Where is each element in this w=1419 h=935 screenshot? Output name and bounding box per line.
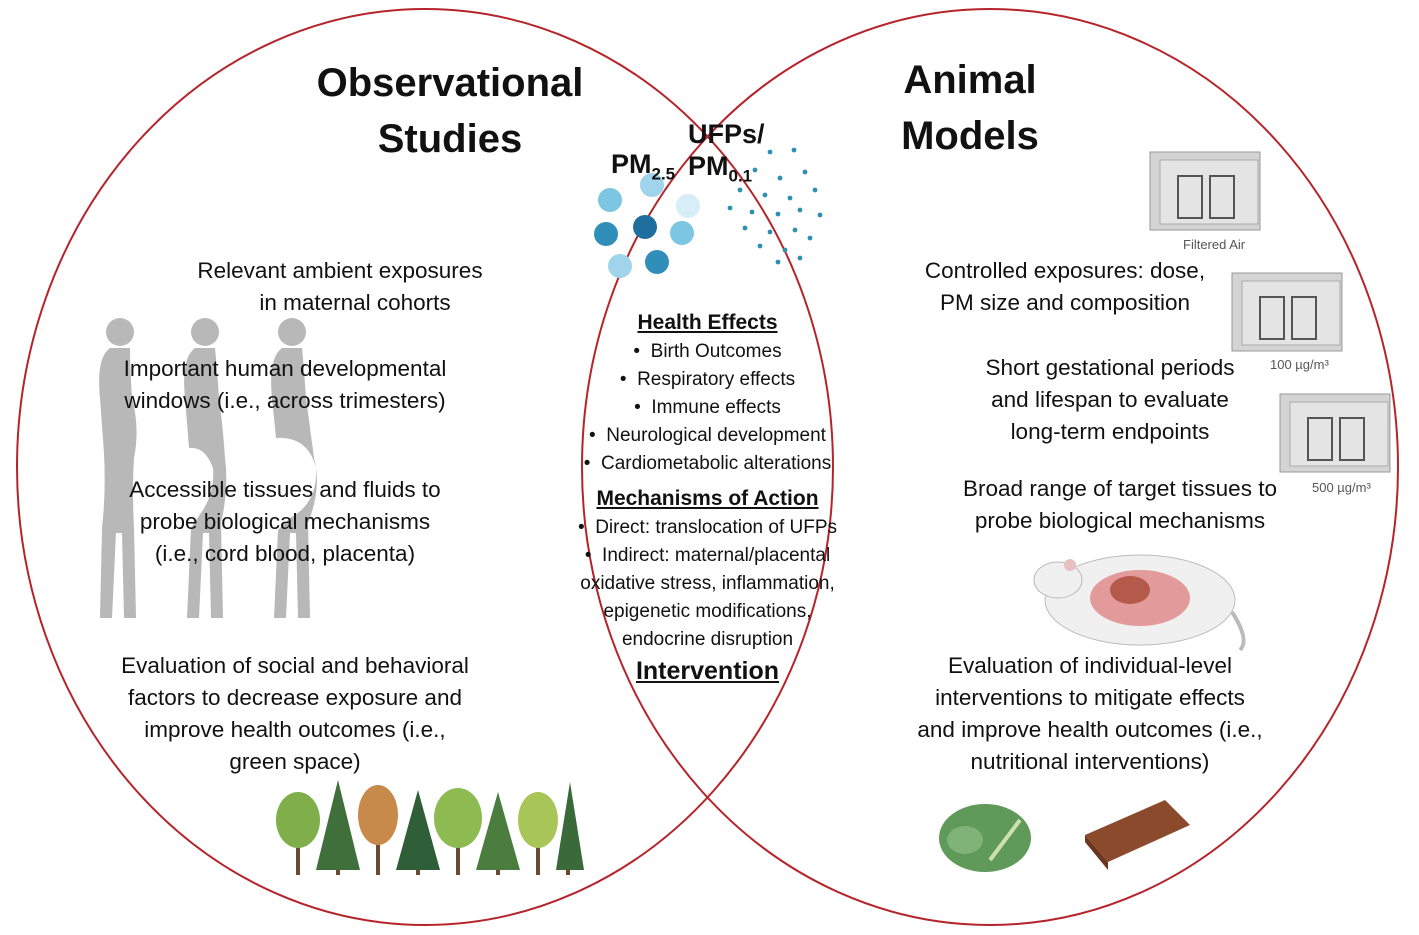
right-point-1: Controlled exposures: dose, PM size and … bbox=[895, 255, 1235, 319]
ufp-dot bbox=[807, 235, 813, 241]
right-point-3: Broad range of target tissues to probe b… bbox=[930, 473, 1310, 537]
chamber-label-100: 100 µg/m³ bbox=[1270, 357, 1329, 372]
mechanism-continuation: oxidative stress, inflammation, bbox=[580, 573, 835, 594]
right-point-2-line: and lifespan to evaluate bbox=[991, 387, 1229, 412]
ufp-dot bbox=[802, 169, 808, 175]
rodent-organs-icon bbox=[1033, 554, 1246, 652]
left-point-2: Important human developmental windows (i… bbox=[90, 353, 480, 417]
left-point-4-line: Evaluation of social and behavioral bbox=[121, 653, 469, 678]
pm01-base: PM bbox=[688, 151, 729, 181]
left-point-2-line: windows (i.e., across trimesters) bbox=[124, 388, 446, 413]
right-point-4-line: Evaluation of individual-level bbox=[948, 653, 1232, 678]
ufp-dot bbox=[727, 205, 733, 211]
left-point-3-line: Accessible tissues and fluids to bbox=[129, 477, 441, 502]
ufp-dot bbox=[742, 225, 748, 231]
health-item: Cardiometabolic alterations bbox=[550, 450, 865, 478]
pm25-base: PM bbox=[611, 149, 652, 179]
right-title-line1: Animal bbox=[903, 58, 1037, 102]
leafy-greens-icon bbox=[939, 804, 1031, 872]
right-point-2-line: Short gestational periods bbox=[985, 355, 1235, 380]
ufp-dot bbox=[797, 255, 803, 261]
right-point-2-line: long-term endpoints bbox=[1010, 419, 1210, 444]
right-point-4: Evaluation of individual-level intervent… bbox=[880, 650, 1300, 778]
right-point-2: Short gestational periods and lifespan t… bbox=[945, 352, 1275, 448]
left-title: Observational Studies bbox=[290, 55, 610, 167]
left-point-4-line: factors to decrease exposure and bbox=[128, 685, 462, 710]
ufp-particles-icon bbox=[727, 147, 823, 265]
ufp-line1: UFPs/ bbox=[688, 119, 765, 149]
left-point-1: Relevant ambient exposures in maternal c… bbox=[150, 255, 530, 319]
health-effects-heading: Health Effects bbox=[637, 311, 778, 334]
ufp-dot bbox=[817, 212, 823, 218]
left-point-3: Accessible tissues and fluids to probe b… bbox=[90, 474, 480, 570]
ufp-dot bbox=[752, 167, 758, 173]
chamber-label-filtered: Filtered Air bbox=[1183, 237, 1246, 252]
ufp-dot bbox=[792, 227, 798, 233]
ufp-dot bbox=[777, 175, 783, 181]
left-title-line2: Studies bbox=[377, 117, 523, 161]
ufp-dot bbox=[762, 192, 768, 198]
mechanism-item: Indirect: maternal/placental bbox=[550, 542, 865, 570]
right-title: Animal Models bbox=[830, 52, 1110, 164]
ufp-dot bbox=[791, 147, 797, 153]
mechanism-continuation: epigenetic modifications, bbox=[603, 601, 812, 622]
right-title-line2: Models bbox=[901, 114, 1039, 158]
ufp-dot bbox=[797, 207, 803, 213]
ufp-dot bbox=[757, 243, 763, 249]
ufp-dot bbox=[767, 149, 773, 155]
mechanism-continuation: endocrine disruption bbox=[621, 629, 794, 650]
pm01-sub: 0.1 bbox=[728, 166, 753, 186]
left-point-4-line: improve health outcomes (i.e., bbox=[144, 717, 446, 742]
right-point-4-line: interventions to mitigate effects bbox=[935, 685, 1245, 710]
left-point-4: Evaluation of social and behavioral fact… bbox=[90, 650, 500, 778]
exposure-chambers-icon bbox=[1149, 151, 1391, 473]
left-point-3-line: probe biological mechanisms bbox=[139, 509, 431, 534]
pm25-label: PM2.5 bbox=[611, 148, 675, 190]
right-point-1-line: Controlled exposures: dose, bbox=[924, 258, 1206, 283]
health-item: Immune effects bbox=[550, 394, 865, 422]
mechanism-item: Direct: translocation of UFPs bbox=[550, 514, 865, 542]
mechanisms-heading: Mechanisms of Action bbox=[596, 487, 819, 510]
right-point-4-line: nutritional interventions) bbox=[970, 749, 1210, 774]
left-point-3-line: (i.e., cord blood, placenta) bbox=[154, 541, 416, 566]
left-point-1-line: Relevant ambient exposures bbox=[197, 258, 483, 283]
chamber-label-500: 500 µg/m³ bbox=[1312, 480, 1371, 495]
right-point-1-line: PM size and composition bbox=[939, 290, 1191, 315]
ufp-dot bbox=[787, 195, 793, 201]
left-point-1-line: in maternal cohorts bbox=[259, 290, 451, 315]
left-point-2-line: Important human developmental bbox=[123, 356, 447, 381]
left-point-4-line: green space) bbox=[229, 749, 361, 774]
ufp-dot bbox=[782, 247, 788, 253]
pregnant-women-silhouettes-icon bbox=[99, 318, 317, 618]
right-point-4-line: and improve health outcomes (i.e., bbox=[917, 717, 1263, 742]
chocolate-bar-icon bbox=[1085, 800, 1190, 870]
ufp-dot bbox=[767, 229, 773, 235]
intervention-heading: Intervention bbox=[635, 657, 780, 685]
ufp-dot bbox=[775, 259, 781, 265]
health-item: Respiratory effects bbox=[550, 366, 865, 394]
pm25-particles-icon bbox=[594, 173, 700, 278]
ufp-label: UFPs/ PM0.1 bbox=[688, 118, 765, 192]
ufp-dot bbox=[749, 209, 755, 215]
right-point-3-line: probe biological mechanisms bbox=[974, 508, 1266, 533]
ufp-dot bbox=[775, 211, 781, 217]
pm25-sub: 2.5 bbox=[651, 164, 676, 184]
ufp-dot bbox=[737, 187, 743, 193]
right-point-3-line: Broad range of target tissues to bbox=[963, 476, 1277, 501]
health-item: Birth Outcomes bbox=[550, 338, 865, 366]
center-content: Health Effects Birth Outcomes Respirator… bbox=[550, 308, 865, 688]
trees-green-space-icon bbox=[276, 780, 584, 875]
left-title-line1: Observational bbox=[316, 61, 584, 105]
ufp-dot bbox=[812, 187, 818, 193]
health-item: Neurological development bbox=[550, 422, 865, 450]
